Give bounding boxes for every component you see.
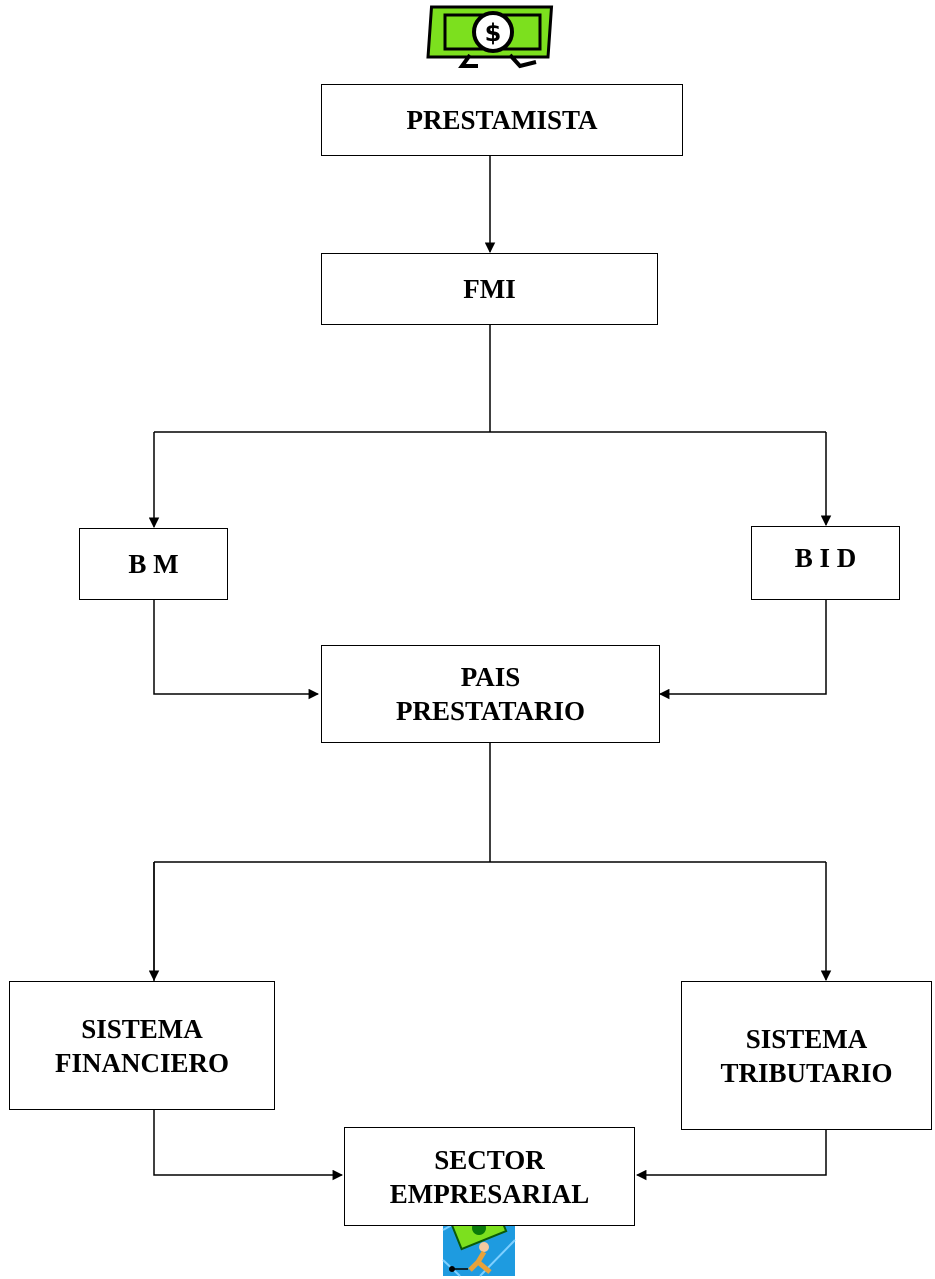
node-pais-line-2: PRESTATARIO (395, 696, 586, 726)
node-bid-line-1: B I D (794, 543, 857, 573)
svg-text:$: $ (485, 19, 502, 47)
node-sector-line-1: SECTOR (434, 1144, 545, 1175)
node-prestamista-line-1: PRESTAMISTA (406, 105, 598, 135)
node-fmi-line-1: FMI (463, 274, 516, 304)
node-bm: B M (79, 528, 228, 600)
connector-bm-pais (153, 600, 320, 700)
node-sector-empresarial: SECTOR EMPRESARIAL (344, 1127, 635, 1226)
node-financiero-line-2: FINANCIERO (54, 1047, 229, 1078)
node-sistema-financiero: SISTEMA FINANCIERO (9, 981, 275, 1110)
node-fmi: FMI (321, 253, 658, 325)
node-pais-line-1: PAIS (460, 662, 521, 692)
node-financiero-line-1: SISTEMA (81, 1013, 203, 1044)
node-tributario-line-1: SISTEMA (745, 1023, 868, 1054)
node-sistema-tributario: SISTEMA TRIBUTARIO (681, 981, 932, 1130)
node-prestamista: PRESTAMISTA (321, 84, 683, 156)
node-sector-line-2: EMPRESARIAL (389, 1178, 590, 1209)
connector-bid-pais (658, 600, 827, 700)
connector-financiero-sector (153, 1110, 344, 1181)
node-bid: B I D (751, 526, 900, 600)
node-bm-line-1: B M (128, 549, 179, 579)
node-pais-prestatario: PAIS PRESTATARIO (321, 645, 660, 743)
money-bill-icon: $ (426, 5, 554, 69)
connector-tributario-sector (635, 1130, 827, 1181)
node-tributario-line-2: TRIBUTARIO (720, 1057, 893, 1088)
